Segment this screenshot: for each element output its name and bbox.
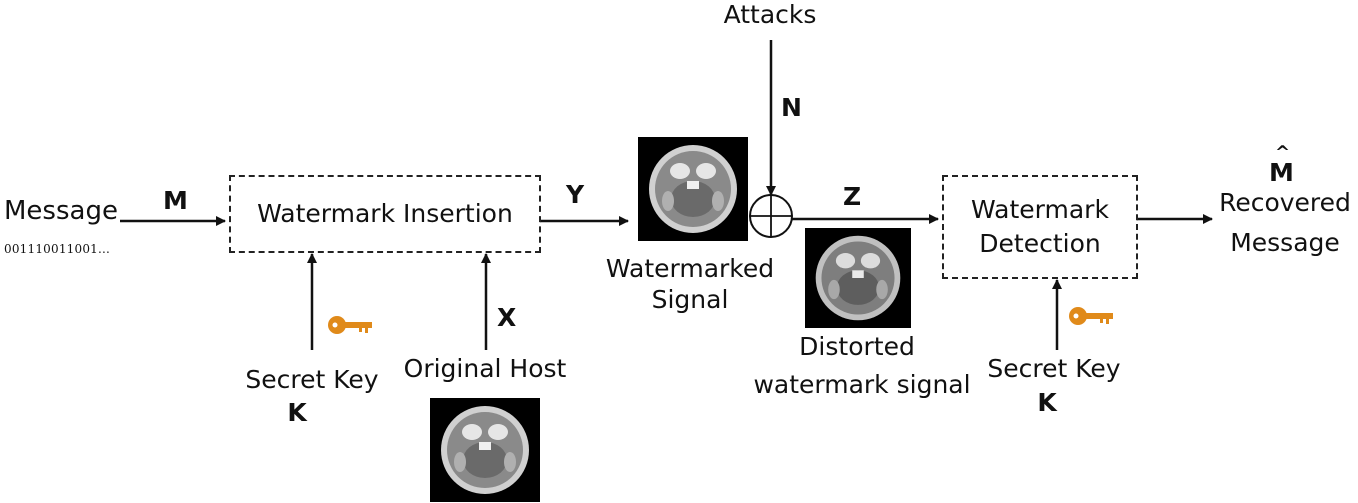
watermark-detection-label-line1: Watermark: [971, 195, 1109, 224]
message-label: Message: [4, 196, 118, 226]
signal-k-label-1: K: [287, 398, 307, 427]
recovered-label-line2: Message: [1230, 228, 1340, 257]
recovered-label-line1: Recovered: [1219, 188, 1351, 217]
watermarked-label-line2: Signal: [651, 285, 729, 314]
signal-n-label: N: [781, 93, 802, 122]
brain-ct-scan-watermarked: [638, 137, 748, 241]
attacks-label: Attacks: [723, 0, 817, 29]
distorted-label-line2: watermark signal: [753, 370, 971, 399]
watermarked-label-line1: Watermarked: [605, 254, 775, 283]
secret-key-label-1: Secret Key: [245, 365, 379, 394]
distorted-label-line1: Distorted: [799, 332, 915, 361]
watermark-insertion-block: Watermark Insertion: [229, 175, 541, 253]
signal-x-label: X: [497, 303, 517, 332]
brain-scan-image: [815, 235, 901, 321]
brain-ct-scan-distorted: [805, 228, 911, 328]
signal-y-label: Y: [566, 180, 585, 209]
message-bits: 001110011001...: [4, 242, 111, 256]
brain-ct-scan-original: [430, 398, 540, 502]
signal-m-label: M: [163, 186, 188, 215]
signal-m-hat-label: ^ M: [1269, 142, 1294, 187]
key-icon: [328, 316, 372, 334]
signal-z-label: Z: [843, 182, 862, 211]
original-host-label: Original Host: [403, 354, 567, 383]
watermark-detection-label-line2: Detection: [979, 229, 1101, 258]
brain-scan-image: [649, 145, 737, 233]
watermark-insertion-label: Watermark Insertion: [257, 199, 513, 228]
signal-m-hat-letter: M: [1269, 158, 1294, 187]
watermark-detection-block: Watermark Detection: [942, 175, 1138, 279]
key-icon: [1069, 307, 1113, 325]
signal-k-label-2: K: [1037, 388, 1057, 417]
secret-key-label-2: Secret Key: [987, 354, 1121, 383]
brain-scan-image: [441, 406, 529, 494]
